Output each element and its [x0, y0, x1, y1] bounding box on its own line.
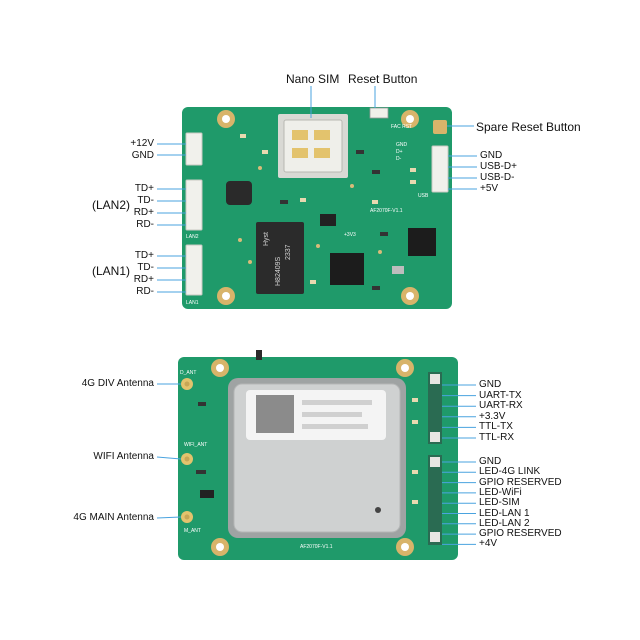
- nano-sim-holder: [278, 114, 348, 178]
- uart-header: [428, 372, 442, 444]
- lan2-rd-minus: RD-: [136, 219, 154, 230]
- mount-hole: [222, 115, 230, 123]
- div-antenna-label: 4G DIV Antenna: [81, 378, 154, 389]
- top-small-components: [238, 134, 416, 290]
- mount-hole: [401, 364, 409, 372]
- mount-hole: [222, 292, 230, 300]
- silk-wifi-ant: WIFI_ANT: [184, 442, 207, 448]
- spare-reset-button: [433, 120, 447, 134]
- led-pin-label-6: LED-LAN 2: [479, 517, 530, 529]
- led-pin-label-3: LED-WiFi: [479, 486, 522, 498]
- reset-button-label: Reset Button: [348, 72, 418, 86]
- uart-pin-label-5: TTL-RX: [479, 432, 514, 443]
- silk-d-ant: D_ANT: [180, 370, 196, 376]
- top-board: [182, 107, 452, 309]
- silk-lan1: LAN1: [186, 300, 199, 306]
- uart-pin-label-4: TTL-TX: [479, 421, 513, 433]
- nano-sim-label: Nano SIM: [286, 72, 340, 86]
- led-pin-label-7: GPIO RESERVED: [479, 528, 562, 540]
- wifi-antenna-connector: [181, 453, 193, 465]
- lan1-rd-minus: RD-: [136, 286, 154, 297]
- lan-transformer: [256, 222, 304, 294]
- lan2-label: (LAN2): [92, 198, 131, 212]
- bottom-small-components: [196, 350, 418, 504]
- ethernet-chip: [330, 253, 364, 285]
- lan2-rd-plus: RD+: [133, 207, 154, 218]
- lan2-connector: [185, 179, 203, 231]
- led-pin-label-8: +4V: [479, 538, 498, 550]
- silk-gnd: GND: [396, 142, 408, 148]
- top-board-pcb: [182, 107, 452, 309]
- led-pin-label-0: GND: [479, 456, 502, 467]
- qr-code: [256, 395, 294, 433]
- silk-m-ant: M_ANT: [184, 528, 201, 534]
- silk-lan2: LAN2: [186, 234, 199, 240]
- lan1-td-minus: TD-: [137, 262, 154, 273]
- mount-hole: [406, 115, 414, 123]
- pin-gnd-power: GND: [131, 150, 154, 161]
- transformer-part: H82409S: [275, 256, 282, 286]
- bottom-silkscreen: D_ANT WIFI_ANT M_ANT AF2070F-V1.1: [180, 370, 333, 550]
- inductor: [226, 181, 252, 205]
- led-pin-label-5: LED-LAN 1: [479, 507, 530, 519]
- silk-usb: USB: [418, 193, 429, 199]
- mount-hole: [401, 543, 409, 551]
- leader-lines: [156, 86, 477, 545]
- bottom-mount-holes: [211, 359, 414, 556]
- led-pin-label-4: LED-SIM: [479, 497, 520, 509]
- main-antenna-label: 4G MAIN Antenna: [73, 512, 154, 523]
- usb-pin-gnd: GND: [480, 150, 503, 161]
- 4g-module: [228, 378, 406, 538]
- mount-hole: [406, 292, 414, 300]
- silk-dplus: D+: [396, 149, 403, 155]
- crystal: [392, 266, 404, 274]
- usb-pin-dminus: USB-D-: [480, 172, 515, 183]
- lan1-connector: [185, 244, 203, 296]
- leader-line: [156, 516, 182, 519]
- led-pin-label-2: GPIO RESERVED: [479, 476, 562, 488]
- lan1-label: (LAN1): [92, 264, 131, 278]
- usb-pin-dplus: USB-D+: [480, 161, 517, 172]
- silk-model: AF2070F-V1.1: [370, 208, 403, 214]
- lan2-td-plus: TD+: [134, 183, 154, 194]
- lan1-rd-plus: RD+: [133, 274, 154, 285]
- silk-bottom-model: AF2070F-V1.1: [300, 544, 333, 550]
- bottom-board: [178, 350, 458, 560]
- lan1-td-plus: TD+: [134, 250, 154, 261]
- mount-hole: [216, 364, 224, 372]
- power-connector: [185, 132, 203, 166]
- reset-button: [369, 107, 389, 119]
- transformer-brand: Hyst: [263, 232, 270, 246]
- usb-connector: [431, 145, 449, 193]
- uart-pin-label-3: +3.3V: [479, 410, 506, 422]
- uart-pin-label-1: UART-TX: [479, 389, 522, 401]
- silk-fac-rst: FAC RST: [391, 124, 412, 130]
- top-silkscreen: FAC RST AF2070F-V1.1 +3V3 USB LAN1 LAN2 …: [186, 124, 429, 306]
- leader-line: [156, 456, 182, 460]
- usb-pin-5v: +5V: [480, 183, 499, 194]
- wifi-antenna-label: WIFI Antenna: [93, 451, 154, 462]
- spare-reset-button-label: Spare Reset Button: [476, 120, 581, 134]
- transformer-num: 2337: [285, 244, 292, 260]
- silk-3v3: +3V3: [344, 232, 356, 238]
- uart-pin-label-2: UART-RX: [479, 400, 523, 412]
- uart-pin-label-0: GND: [479, 379, 502, 390]
- silk-dminus: D-: [396, 156, 402, 162]
- led-header: [428, 455, 442, 545]
- led-pin-label-1: LED-4G LINK: [479, 466, 541, 478]
- main-antenna-connector: [181, 511, 193, 523]
- pin-12v: +12V: [130, 138, 154, 149]
- lan2-td-minus: TD-: [137, 195, 154, 206]
- div-antenna-connector: [181, 378, 193, 390]
- top-mount-holes: [217, 110, 419, 305]
- usb-chip: [408, 228, 436, 256]
- smd-chip: [320, 214, 336, 226]
- mount-hole: [216, 543, 224, 551]
